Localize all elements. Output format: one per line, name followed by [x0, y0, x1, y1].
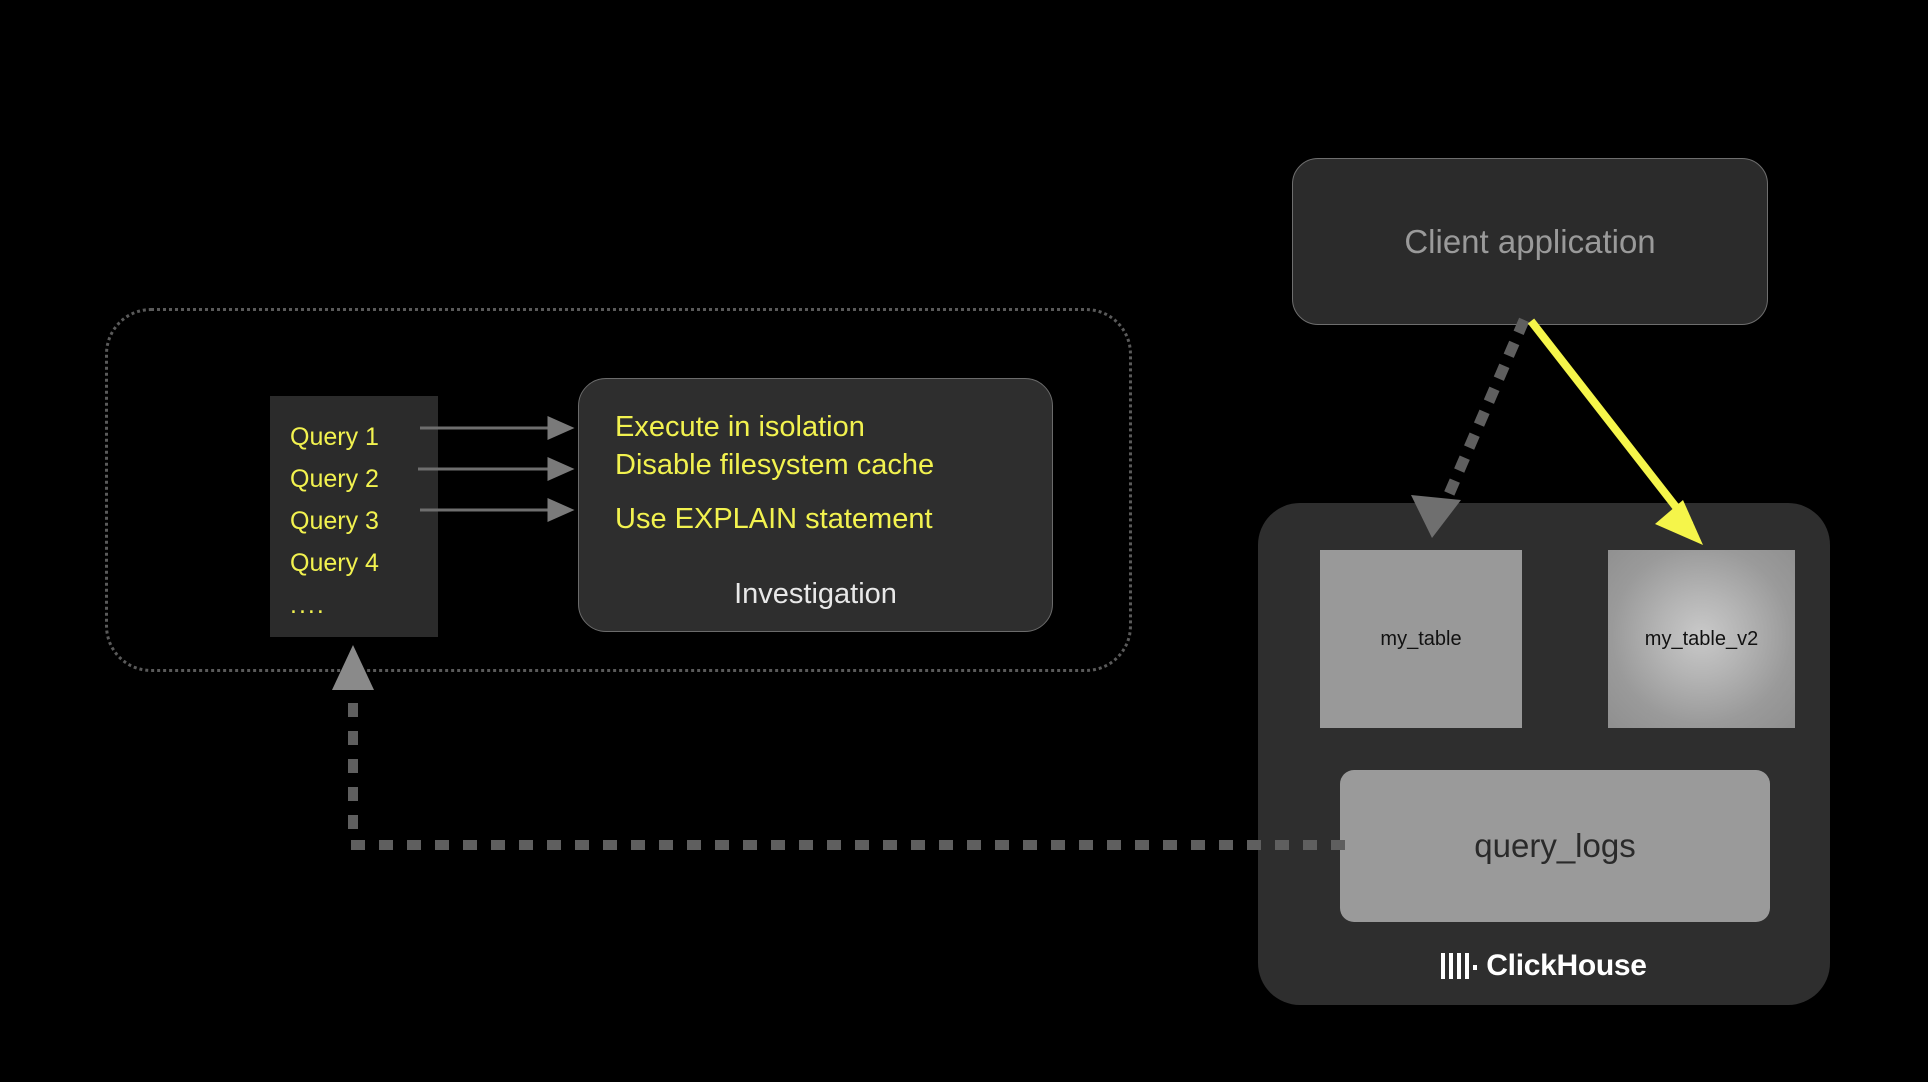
client-application-label: Client application	[1404, 222, 1656, 260]
query-list-panel: Query 1 Query 2 Query 3 Query 4 ....	[270, 396, 438, 637]
table-my-table[interactable]: my_table	[1320, 550, 1522, 728]
table-query-logs-label: query_logs	[1474, 827, 1636, 864]
query-logs-feedback-arrow	[332, 645, 1345, 850]
list-item-overflow: ....	[290, 591, 326, 619]
list-item[interactable]: Query 2	[290, 465, 379, 493]
clickhouse-logo-text: ClickHouse	[1486, 949, 1647, 982]
clickhouse-logo: ClickHouse	[1258, 949, 1830, 983]
table-my-table-v2-label: my_table_v2	[1644, 627, 1759, 650]
table-my-table-v2[interactable]: my_table_v2	[1608, 550, 1795, 728]
investigation-step-3: Use EXPLAIN statement	[615, 503, 933, 535]
clickhouse-bars-icon	[1441, 953, 1478, 979]
investigation-step-2: Disable filesystem cache	[615, 449, 935, 481]
clickhouse-container: my_table my_table_v2 query_logs ClickHou…	[1258, 503, 1830, 1005]
list-item[interactable]: Query 4	[290, 549, 379, 577]
investigation-step-1: Execute in isolation	[615, 411, 865, 443]
list-item[interactable]: Query 1	[290, 423, 379, 451]
list-item[interactable]: Query 3	[290, 507, 379, 535]
table-query-logs[interactable]: query_logs	[1340, 770, 1770, 922]
investigation-title: Investigation	[734, 578, 897, 610]
investigation-panel: Execute in isolation Disable filesystem …	[578, 378, 1053, 632]
table-my-table-label: my_table	[1380, 627, 1462, 650]
client-application-box: Client application	[1292, 158, 1768, 325]
